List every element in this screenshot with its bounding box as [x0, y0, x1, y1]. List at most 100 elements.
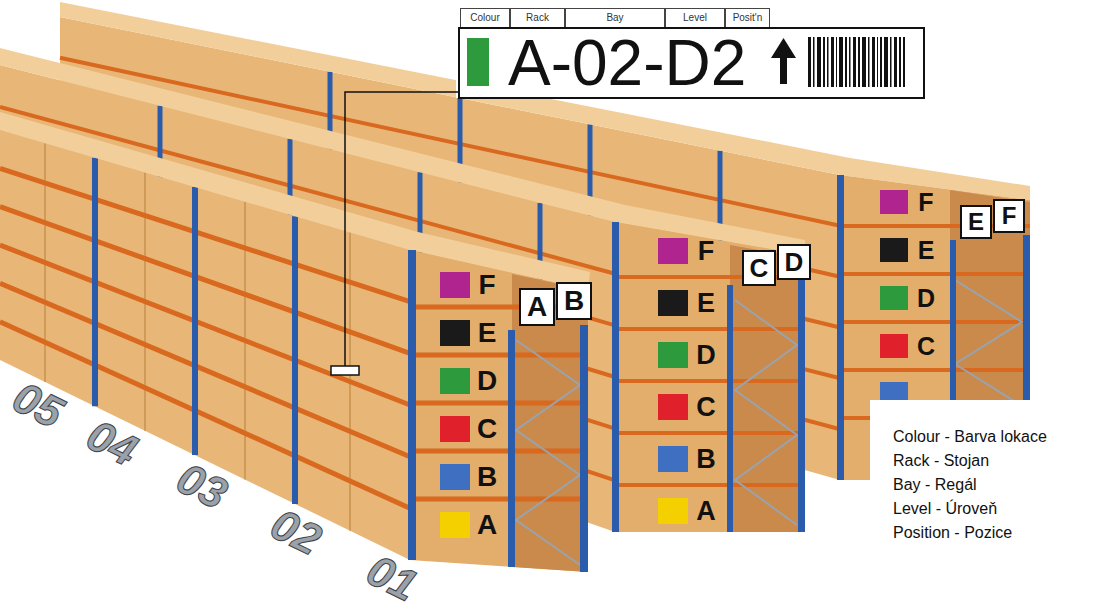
- header-cell: Colour: [460, 8, 510, 29]
- barcode: [868, 37, 870, 87]
- shelf-beam: [843, 226, 1030, 418]
- level-colour-square: [658, 498, 688, 524]
- rack-plate-text: B: [564, 287, 584, 315]
- barcode: [808, 37, 811, 87]
- barcode: [894, 37, 897, 87]
- note-ground: [870, 400, 1110, 611]
- shelf-beam: [618, 431, 805, 435]
- level-colour-square: [658, 290, 688, 316]
- rack-interior: [730, 245, 805, 532]
- up-arrow: [771, 38, 796, 58]
- header-cell-text: Level: [683, 9, 707, 26]
- barcode: [862, 37, 866, 87]
- level-letter: A: [477, 511, 497, 539]
- barcode: [899, 37, 901, 87]
- translation-note: Rack - Stojan: [893, 451, 989, 471]
- label-ground: [456, 4, 918, 98]
- level-colour-square: [658, 342, 688, 368]
- rack-plate-text: F: [1002, 204, 1017, 228]
- barcode: [817, 37, 821, 87]
- level-colour-square: [658, 238, 688, 264]
- barcode: [827, 37, 829, 87]
- barcode: [880, 37, 882, 87]
- level-letter: F: [698, 238, 715, 265]
- level-colour-square: [658, 446, 688, 472]
- rack-upright: [580, 325, 588, 572]
- rack-bracing: [735, 300, 797, 525]
- shelf-beam: [618, 379, 805, 383]
- level-letter: C: [917, 334, 935, 359]
- barcode: [858, 37, 860, 87]
- header-cell: Rack: [510, 8, 565, 29]
- level-colour-square: [440, 272, 470, 298]
- barcode: [839, 37, 843, 87]
- rack-upright: [612, 222, 619, 532]
- level-colour-square: [880, 238, 908, 262]
- level-letter: D: [696, 342, 716, 369]
- level-colour-square: [880, 190, 908, 214]
- rack-plate: A: [519, 288, 555, 326]
- translation-note: Level - Úroveň: [893, 499, 997, 519]
- rack-upright: [837, 175, 844, 480]
- rack-plate: C: [742, 250, 776, 286]
- shelf-beam: [416, 353, 588, 358]
- shelf-beam: [618, 483, 805, 487]
- shelf-beam: [416, 497, 588, 502]
- barcode: [845, 37, 847, 87]
- rack-plate-text: E: [968, 210, 984, 234]
- shelf-beam: [416, 401, 588, 406]
- rack-bracing: [516, 340, 580, 565]
- location-label-art: [456, 4, 918, 98]
- shelf-beam: [0, 245, 410, 405]
- barcode: [813, 37, 815, 87]
- barcode: [808, 37, 905, 87]
- level-colour-square: [440, 512, 470, 538]
- level-colour-square: [658, 394, 688, 420]
- level-colour-square: [440, 320, 470, 346]
- shelf-beam: [843, 320, 1030, 324]
- level-letter: D: [477, 367, 497, 395]
- rack-upright: [408, 250, 416, 560]
- header-cell-text: Posit'n: [733, 9, 763, 26]
- header-cell: Level: [665, 8, 725, 29]
- barcode: [831, 37, 834, 87]
- header-cell: Bay: [565, 8, 665, 29]
- level-letter: F: [918, 190, 933, 215]
- level-colour-square: [440, 368, 470, 394]
- level-colour-square: [880, 334, 908, 358]
- rack-side-face: [0, 130, 410, 560]
- header-cell-text: Rack: [526, 9, 549, 26]
- barcode: [853, 37, 856, 87]
- level-letter: B: [477, 463, 497, 491]
- barcode: [872, 37, 875, 87]
- rack-upright: [727, 285, 733, 532]
- translation-note: Colour - Barva lokace: [893, 427, 1047, 447]
- level-colour-square: [440, 464, 470, 490]
- level-colour-square: [880, 286, 908, 310]
- rack-plate: D: [777, 244, 811, 280]
- level-letter: E: [918, 238, 935, 263]
- location-label-text: A-02-D2: [508, 31, 746, 95]
- rack-plate: B: [556, 282, 592, 320]
- shelf-beam: [0, 283, 410, 456]
- rack-row-front: [0, 112, 590, 572]
- level-letter: B: [696, 446, 716, 473]
- rack-upright: [92, 158, 98, 406]
- shelf-beam: [416, 449, 588, 454]
- level-letter: E: [478, 319, 497, 347]
- translation-note: Bay - Regál: [893, 475, 977, 495]
- level-letter: D: [917, 286, 935, 311]
- header-cell-text: Colour: [470, 9, 499, 26]
- shelf-beam: [843, 272, 1030, 276]
- rack-plate-text: A: [527, 293, 547, 321]
- barcode: [890, 37, 892, 87]
- level-colour-square: [440, 416, 470, 442]
- header-cell-text: Bay: [606, 9, 623, 26]
- box-tops: [0, 112, 590, 290]
- rack-plate: F: [993, 199, 1025, 233]
- barcode: [849, 37, 851, 87]
- level-letter: A: [696, 498, 716, 525]
- colour-swatch: [467, 38, 489, 86]
- shelf-beam: [843, 368, 1030, 372]
